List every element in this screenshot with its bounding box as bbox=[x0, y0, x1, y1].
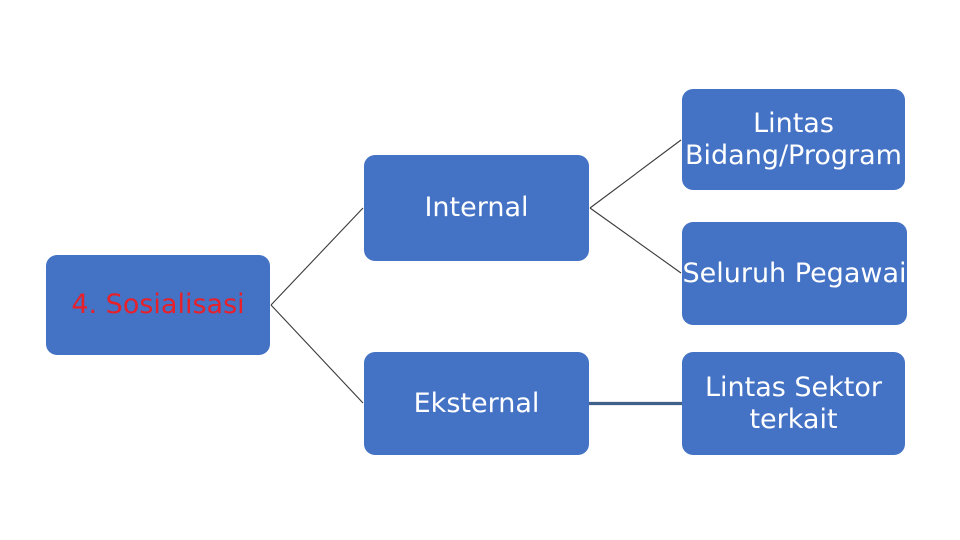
node-seluruh-pegawai[interactable]: Seluruh Pegawai bbox=[682, 222, 907, 325]
connector-root-to-eksternal bbox=[270, 304, 364, 404]
node-seluruh-pegawai-label: Seluruh Pegawai bbox=[682, 257, 907, 289]
node-lintas-sektor-terkait[interactable]: Lintas Sektor terkait bbox=[682, 352, 905, 455]
node-eksternal-label: Eksternal bbox=[413, 387, 540, 419]
node-sosialisasi-label: 4. Sosialisasi bbox=[71, 289, 245, 321]
node-lintas-sektor-terkait-line1: Lintas Sektor bbox=[704, 371, 883, 403]
node-lintas-sektor-terkait-text: Lintas Sektor terkait bbox=[705, 372, 882, 436]
node-eksternal[interactable]: Eksternal bbox=[364, 352, 589, 455]
node-lintas-bidang-program-text: Lintas Bidang/Program bbox=[685, 108, 902, 172]
connector-root-to-internal bbox=[270, 207, 364, 306]
node-sosialisasi[interactable]: 4. Sosialisasi bbox=[46, 255, 270, 355]
connector-internal-to-seluruh-pegawai bbox=[589, 207, 682, 274]
connector-internal-to-lintas-bidang bbox=[589, 139, 682, 209]
node-lintas-sektor-terkait-line2: terkait bbox=[749, 403, 838, 435]
node-lintas-bidang-program-line2: Bidang/Program bbox=[685, 139, 902, 171]
node-lintas-bidang-program-line1: Lintas bbox=[753, 107, 834, 139]
node-internal[interactable]: Internal bbox=[364, 155, 589, 261]
node-internal-label: Internal bbox=[424, 192, 529, 224]
node-lintas-bidang-program[interactable]: Lintas Bidang/Program bbox=[682, 89, 905, 190]
